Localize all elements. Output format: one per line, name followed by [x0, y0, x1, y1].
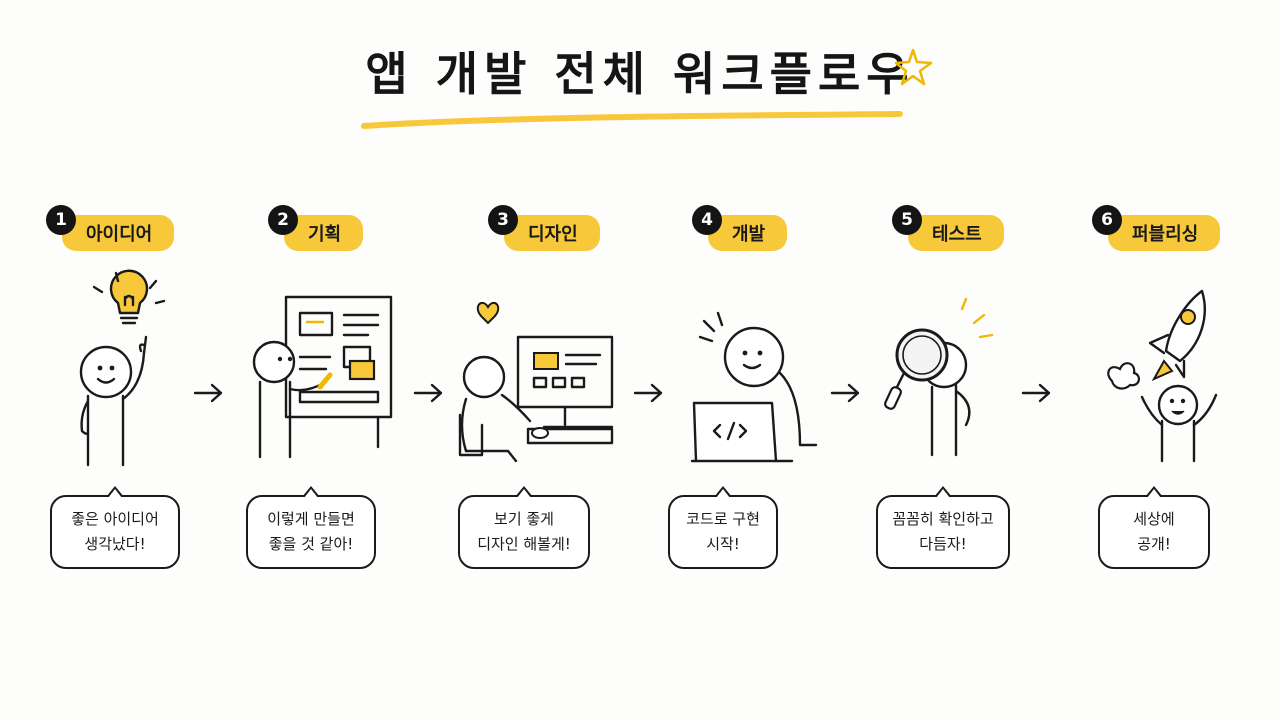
step-label: 테스트 [908, 215, 1004, 251]
speech-bubble: 꼼꼼히 확인하고 다듬자! [876, 486, 1010, 569]
bubble-line: 공개! [1137, 535, 1171, 553]
bubble-line: 꼼꼼히 확인하고 [892, 510, 994, 528]
laptop-code-icon [690, 311, 818, 463]
bubble-line: 좋은 아이디어 [71, 510, 159, 528]
bubble-line: 세상에 [1133, 510, 1175, 528]
title-underline [361, 111, 903, 129]
step-header: 4 개발 [692, 205, 882, 251]
step-header: 2 기획 [268, 205, 458, 251]
rocket-icon [1107, 289, 1218, 463]
planning-board-icon [252, 295, 393, 459]
step-header: 6 퍼블리싱 [1092, 205, 1280, 251]
step-planning: 2 기획 이렇게 만들면 좋을 것 같아! [246, 205, 458, 585]
step-label: 아이디어 [62, 215, 175, 251]
speech-bubble: 좋은 아이디어 생각났다! [50, 486, 180, 569]
arrow-right-icon [830, 383, 860, 403]
step-design: 3 디자인 보기 좋게 디자인 해볼게! [458, 205, 678, 585]
step-number: 3 [488, 205, 518, 235]
bubble-line: 이렇게 만들면 [267, 510, 355, 528]
speech-bubble: 이렇게 만들면 좋을 것 같아! [246, 486, 376, 569]
speech-bubble: 코드로 구현 시작! [668, 486, 778, 569]
step-idea: 1 아이디어 좋은 아이디어 생각났다! [46, 205, 236, 585]
bubble-line: 디자인 해볼게! [477, 535, 571, 553]
speech-bubble: 보기 좋게 디자인 해볼게! [458, 486, 590, 569]
step-number: 5 [892, 205, 922, 235]
step-development: 4 개발 코드로 구현 시작! [668, 205, 882, 585]
arrow-right-icon [413, 383, 443, 403]
step-label: 디자인 [504, 215, 600, 251]
star-icon [894, 48, 933, 86]
bubble-line: 다듬자! [919, 535, 967, 553]
step-publishing: 6 퍼블리싱 세상에 공개! [1092, 205, 1280, 585]
lightbulb-person-icon [79, 269, 166, 467]
step-test: 5 테스트 꼼꼼히 확인하고 다듬자! [876, 205, 1082, 585]
step-number: 2 [268, 205, 298, 235]
step-number: 6 [1092, 205, 1122, 235]
bubble-line: 생각났다! [84, 535, 146, 553]
design-monitor-icon [458, 301, 614, 463]
step-label: 퍼블리싱 [1108, 215, 1221, 251]
step-header: 5 테스트 [892, 205, 1082, 251]
bubble-line: 시작! [706, 535, 740, 553]
arrow-right-icon [1021, 383, 1051, 403]
page-title: 앱 개발 전체 워크플로우 [365, 47, 915, 101]
bubble-line: 코드로 구현 [686, 510, 760, 528]
arrow-right-icon [633, 383, 663, 403]
arrow-right-icon [193, 383, 223, 403]
bubble-line: 보기 좋게 [494, 510, 554, 528]
bubble-line: 좋을 것 같아! [268, 535, 354, 553]
step-header: 1 아이디어 [46, 205, 236, 251]
title-area: 앱 개발 전체 워크플로우 [0, 38, 1280, 104]
speech-bubble: 세상에 공개! [1098, 486, 1210, 569]
magnifier-icon [884, 297, 994, 457]
step-number: 1 [46, 205, 76, 235]
step-header: 3 디자인 [488, 205, 678, 251]
step-number: 4 [692, 205, 722, 235]
